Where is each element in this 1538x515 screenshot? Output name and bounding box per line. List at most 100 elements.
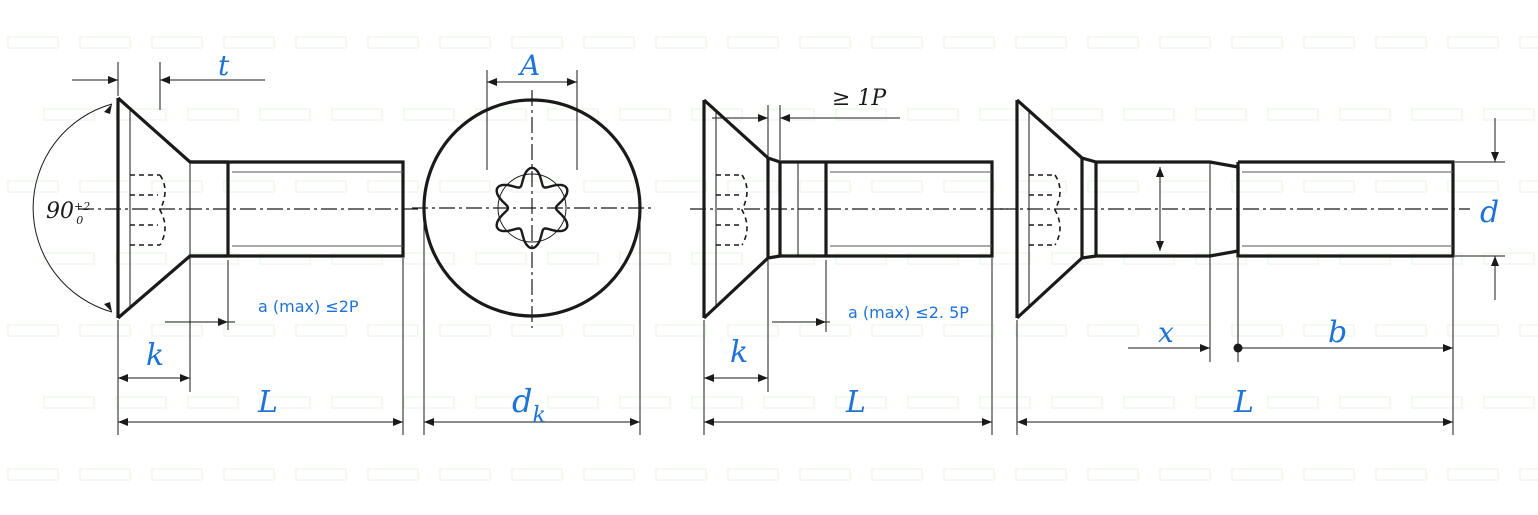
b-label: b <box>1328 315 1347 350</box>
watermark-mark <box>295 468 347 481</box>
watermark-mark <box>1303 180 1355 193</box>
watermark-mark <box>871 324 923 337</box>
watermark-mark <box>691 108 743 121</box>
watermark-mark <box>7 468 59 481</box>
view-side-3 <box>1000 98 1505 435</box>
watermark-mark <box>1483 396 1535 409</box>
watermark-mark <box>475 396 527 409</box>
k-label-2: k <box>730 335 748 370</box>
watermark-mark <box>583 180 635 193</box>
watermark-mark <box>835 252 887 265</box>
x-b-origin-dot <box>1233 343 1243 353</box>
watermark-mark <box>583 468 635 481</box>
watermark-mark <box>151 324 203 337</box>
watermark-mark <box>1339 396 1391 409</box>
dk-label: dk <box>512 382 546 428</box>
shank-outline-2 <box>778 160 994 258</box>
watermark-mark <box>1303 324 1355 337</box>
watermark-mark <box>1483 252 1535 265</box>
watermark-mark <box>187 108 239 121</box>
watermark-mark <box>1519 180 1538 193</box>
watermark-mark <box>1447 468 1499 481</box>
watermark-mark <box>1339 108 1391 121</box>
a-max-label-1: a (max) ≤2P <box>258 297 359 316</box>
watermark-mark <box>151 36 203 49</box>
L-label-4: L <box>1233 385 1254 420</box>
watermark-mark <box>7 36 59 49</box>
view-side-1 <box>32 62 418 435</box>
watermark-mark <box>439 36 491 49</box>
watermark-mark <box>1051 108 1103 121</box>
watermark-mark <box>1087 324 1139 337</box>
watermark-mark <box>1051 396 1103 409</box>
watermark-mark <box>1339 252 1391 265</box>
watermark-mark <box>403 252 455 265</box>
watermark-mark <box>151 180 203 193</box>
watermark-mark <box>1519 36 1538 49</box>
watermark-mark <box>1267 396 1319 409</box>
watermark-mark <box>1231 36 1283 49</box>
L-ext-lines-4 <box>1016 258 1454 435</box>
watermark-mark <box>259 396 311 409</box>
watermark-mark <box>43 396 95 409</box>
t-label: t <box>218 49 230 82</box>
watermark-mark <box>1123 108 1175 121</box>
watermark-mark <box>619 396 671 409</box>
recess-hidden-3 <box>1029 174 1055 246</box>
watermark-mark <box>1411 396 1463 409</box>
watermark-mark <box>511 468 563 481</box>
d-ext-lines <box>1455 161 1505 257</box>
watermark-pattern <box>7 36 1538 481</box>
watermark-mark <box>1159 180 1211 193</box>
d-label: d <box>1480 195 1499 230</box>
watermark-mark <box>547 252 599 265</box>
watermark-mark <box>1375 468 1427 481</box>
watermark-mark <box>907 108 959 121</box>
watermark-mark <box>1123 252 1175 265</box>
watermark-mark <box>799 468 851 481</box>
watermark-mark <box>511 324 563 337</box>
watermark-mark <box>727 324 779 337</box>
watermark-mark <box>43 108 95 121</box>
watermark-mark <box>1303 36 1355 49</box>
recess-curve-2 <box>741 174 748 246</box>
watermark-mark <box>403 396 455 409</box>
recess-curve-1 <box>159 174 166 246</box>
watermark-mark <box>223 36 275 49</box>
watermark-mark <box>259 108 311 121</box>
watermark-mark <box>1447 324 1499 337</box>
watermark-mark <box>1375 324 1427 337</box>
watermark-mark <box>259 252 311 265</box>
watermark-mark <box>943 180 995 193</box>
recess-hidden-1 <box>130 174 160 246</box>
watermark-mark <box>331 396 383 409</box>
watermark-mark <box>1015 36 1067 49</box>
watermark-mark <box>1087 180 1139 193</box>
watermark-mark <box>1231 180 1283 193</box>
watermark-mark <box>943 36 995 49</box>
watermark-mark <box>439 324 491 337</box>
watermark-mark <box>1195 108 1247 121</box>
watermark-mark <box>655 180 707 193</box>
watermark-mark <box>223 180 275 193</box>
watermark-mark <box>151 468 203 481</box>
recess-hidden-2 <box>716 174 742 246</box>
watermark-mark <box>1375 180 1427 193</box>
watermark-mark <box>295 324 347 337</box>
watermark-mark <box>871 36 923 49</box>
watermark-mark <box>79 468 131 481</box>
watermark-mark <box>79 324 131 337</box>
watermark-mark <box>691 396 743 409</box>
watermark-mark <box>1123 396 1175 409</box>
head-outline-1 <box>116 96 228 320</box>
min-1p-label: ≥ 1P <box>832 86 887 111</box>
watermark-mark <box>7 324 59 337</box>
watermark-mark <box>943 468 995 481</box>
watermark-mark <box>1267 252 1319 265</box>
k-label-1: k <box>146 338 164 373</box>
watermark-mark <box>871 468 923 481</box>
watermark-mark <box>403 108 455 121</box>
watermark-mark <box>1411 252 1463 265</box>
watermark-mark <box>7 180 59 193</box>
